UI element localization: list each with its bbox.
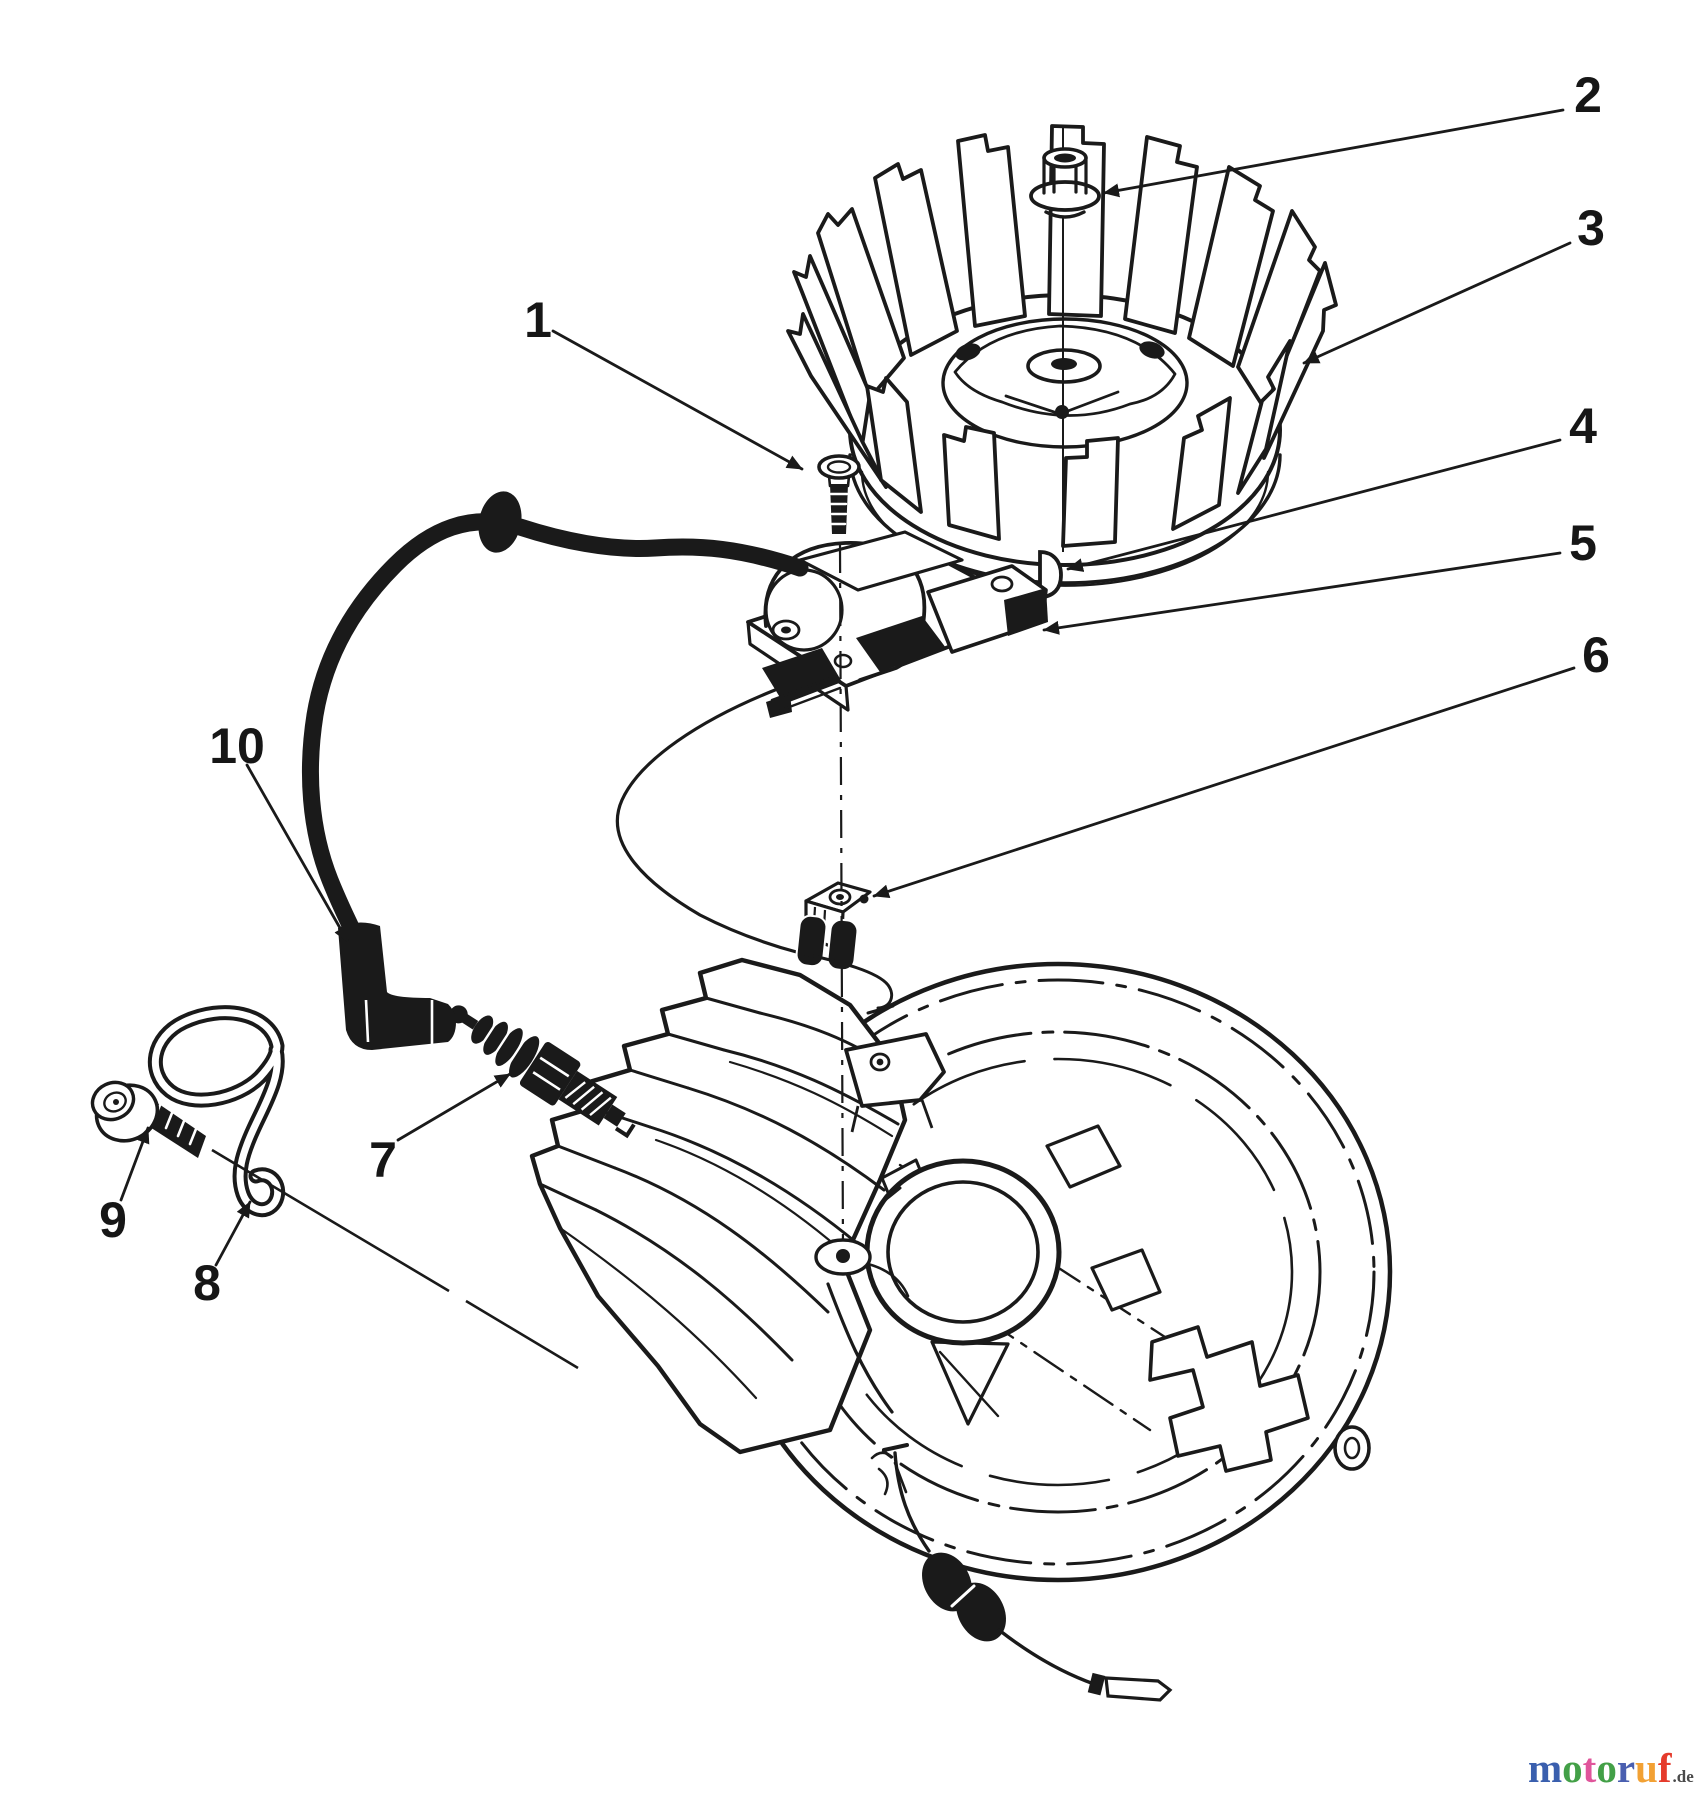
spark-plug-boot (338, 922, 456, 1050)
leader-7 (396, 1072, 512, 1142)
callout-leaders (119, 108, 1576, 1267)
wire-grommet (922, 1552, 1006, 1642)
leader-5 (1042, 551, 1562, 635)
spark-plug (449, 1005, 636, 1139)
wire-clamp (795, 881, 872, 972)
callout-label-5: 5 (1569, 515, 1597, 571)
crankshaft-bore (864, 1158, 1062, 1346)
spade-terminal (1087, 1672, 1173, 1702)
leader-9 (119, 1126, 150, 1202)
leader-3 (1302, 241, 1572, 365)
callout-label-3: 3 (1577, 200, 1605, 256)
flywheel (786, 124, 1338, 587)
watermark-logo: motoruf.de (1528, 1748, 1700, 1798)
callout-label-2: 2 (1574, 67, 1602, 123)
housing-ear (844, 1032, 946, 1133)
leader-6-dot (859, 894, 869, 904)
ignition-coil (746, 530, 1048, 718)
wire-routing-arrow (798, 951, 895, 1015)
flange-bolt (90, 1080, 206, 1158)
kill-wire (882, 1443, 1173, 1702)
callout-label-8: 8 (193, 1255, 221, 1311)
watermark-word: motoruf (1528, 1745, 1672, 1791)
coil-kill-wire (615, 688, 802, 955)
flywheel-hub (941, 317, 1189, 449)
coil-centerline (838, 544, 845, 1251)
mounting-screw (817, 454, 861, 534)
callout-label-7: 7 (369, 1132, 397, 1188)
leader-1 (551, 329, 804, 471)
leader-8 (214, 1200, 252, 1267)
leader-4 (1066, 438, 1562, 572)
flange-nut (1029, 147, 1101, 219)
engine-cylinder (529, 957, 910, 1455)
callout-label-9: 9 (99, 1192, 127, 1248)
wire-seal-grommet (478, 491, 522, 553)
cylinder-boss-hole (814, 1238, 872, 1276)
mount-reference-line (211, 1148, 579, 1370)
watermark-suffix: .de (1672, 1767, 1694, 1786)
callout-label-6: 6 (1582, 627, 1610, 683)
leader-10 (245, 763, 350, 944)
wire-clip-loop (147, 1005, 286, 1218)
spark-plug-wire (301, 513, 809, 952)
callout-label-1: 1 (524, 292, 552, 348)
leader-6 (872, 666, 1576, 899)
callout-label-10: 10 (209, 718, 265, 774)
callout-label-4: 4 (1569, 398, 1597, 454)
leader-2 (1102, 108, 1565, 198)
